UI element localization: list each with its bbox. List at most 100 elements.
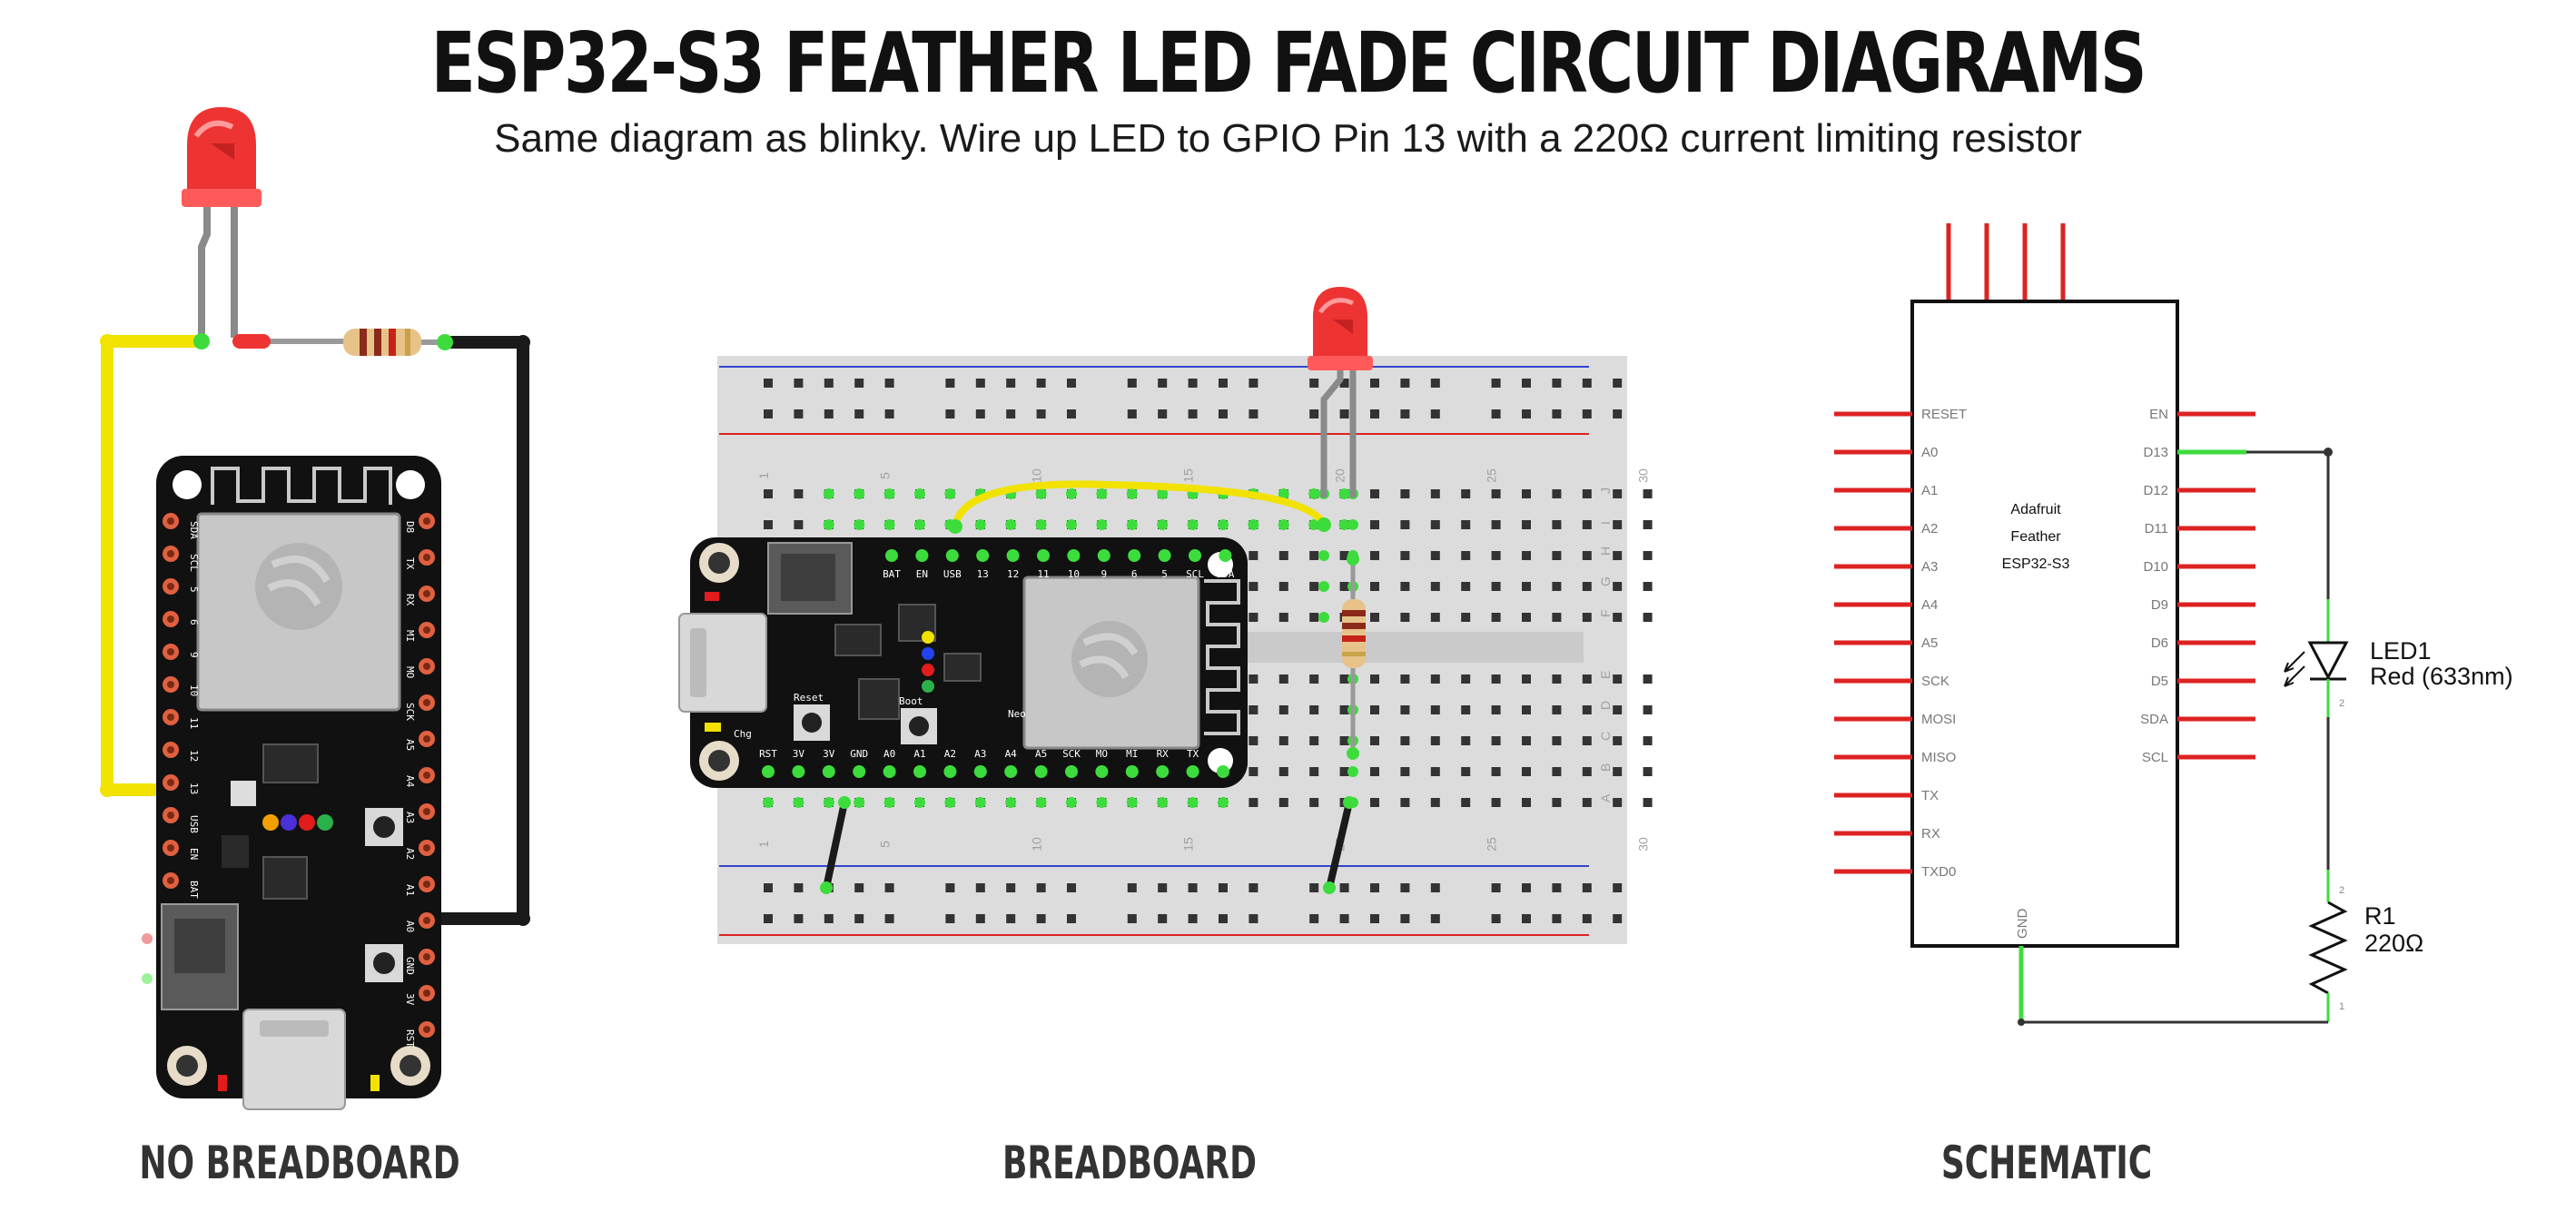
breadboard-hole	[1339, 767, 1349, 776]
breadboard-hole	[1613, 582, 1623, 591]
feather-right-pin-label: D8	[404, 521, 416, 533]
feather-bottom-pin-label: A4	[1005, 748, 1018, 760]
rail-hole	[1067, 379, 1076, 388]
breadboard-hole	[1643, 674, 1653, 684]
breadboard-hole	[1370, 582, 1379, 591]
breadboard-hole	[1400, 705, 1410, 714]
feather-board-vertical	[142, 456, 441, 1110]
rail-hole	[1006, 379, 1016, 388]
breadboard-hole	[1582, 489, 1592, 498]
feather-right-pin-label: A4	[404, 775, 416, 788]
rail-hole	[975, 883, 985, 892]
feather-bottom-pin-label: TX	[1187, 748, 1199, 760]
breadboard-hole	[1613, 705, 1623, 714]
rail-hole	[1582, 883, 1592, 892]
breadboard-hole	[1400, 551, 1410, 560]
chip-name-line-2: Feather	[2010, 529, 2061, 545]
boot-label: Boot	[899, 695, 923, 707]
feather-bottom-pin-label: MI	[1126, 748, 1138, 760]
rail-hole	[824, 379, 834, 388]
rail-hole	[1430, 883, 1440, 892]
breadboard-hole	[1643, 767, 1653, 776]
feather-bottom-pin-label: D8	[1217, 748, 1229, 760]
rail-hole	[854, 409, 864, 418]
breadboard-hole	[1430, 551, 1440, 560]
breadboard-col-number: 5	[878, 841, 893, 848]
resistor-no-breadboard	[343, 329, 421, 356]
rail-hole	[1582, 379, 1592, 388]
breadboard-row-letter: B	[1598, 763, 1613, 772]
schematic-chip-box	[1910, 300, 2179, 948]
rail-hole	[884, 914, 894, 923]
breadboard-hole	[1461, 798, 1471, 807]
section-label-no-breadboard: NO BREADBOARD	[139, 1137, 460, 1189]
feather-right-pin-label: RST	[404, 1029, 416, 1048]
rail-hole	[1006, 914, 1016, 923]
feather-top-pin-label: 6	[1131, 568, 1138, 580]
breadboard-col-number: 25	[1485, 837, 1499, 852]
breadboard-hole	[1491, 489, 1501, 498]
breadboard-hole	[1400, 767, 1410, 776]
rail-hole	[764, 379, 773, 388]
rail-hole	[794, 409, 804, 418]
breadboard-hole	[1400, 520, 1410, 529]
feather-bottom-pin-label: A0	[883, 748, 895, 760]
feather-bottom-pin-label: A3	[974, 748, 986, 760]
neo-label: Neo	[1008, 708, 1026, 720]
breadboard-hole	[1309, 798, 1319, 807]
rail-hole	[1370, 883, 1379, 892]
breadboard-hole	[1491, 736, 1501, 745]
rail-hole	[1127, 883, 1137, 892]
breadboard-hole	[1491, 798, 1501, 807]
chip-name-line-3: ESP32-S3	[2002, 556, 2070, 572]
breadboard-hole	[1339, 582, 1349, 591]
feather-left-pin-label: USB	[188, 815, 200, 833]
breadboard-hole	[1370, 520, 1379, 529]
schematic-left-pin-label: TXD0	[1921, 864, 1956, 880]
breadboard-hole	[1461, 705, 1471, 714]
breadboard-hole	[1400, 489, 1410, 498]
rail-hole	[854, 883, 864, 892]
rail-hole	[1370, 379, 1379, 388]
schematic-right-pin-label: D12	[2143, 483, 2168, 498]
feather-left-pin-label: BAT	[188, 881, 200, 899]
breadboard-hole	[1582, 613, 1592, 622]
breadboard-col-number: 15	[1181, 837, 1196, 852]
breadboard-hole	[1461, 613, 1471, 622]
breadboard-hole	[1522, 705, 1531, 714]
rail-hole	[1158, 883, 1168, 892]
rail-hole	[884, 409, 894, 418]
breadboard-col-number: 10	[1030, 468, 1044, 483]
rail-hole	[1522, 409, 1531, 418]
breadboard-hole	[1491, 582, 1501, 591]
breadboard-col-number: 25	[1485, 468, 1499, 483]
breadboard-row-letter: D	[1598, 701, 1613, 710]
breadboard-hole	[1461, 674, 1471, 684]
rail-hole	[1036, 379, 1046, 388]
feather-bottom-pin-label: A2	[944, 748, 956, 760]
breadboard-hole	[1643, 705, 1653, 714]
rail-hole	[1188, 883, 1198, 892]
feather-left-pin-label: 10	[188, 684, 200, 696]
breadboard-hole	[1643, 798, 1653, 807]
rail-hole	[1370, 409, 1379, 418]
schematic-right-pin-label: D5	[2151, 674, 2168, 689]
rail-hole	[1339, 914, 1349, 923]
rail-hole	[1309, 379, 1319, 388]
rail-hole	[1400, 914, 1410, 923]
rail-hole	[1309, 409, 1319, 418]
rail-hole	[1249, 409, 1258, 418]
feather-bottom-pin-label: GND	[850, 748, 868, 760]
rail-hole	[764, 914, 773, 923]
rail-hole	[1219, 883, 1228, 892]
feather-right-pin-label: MO	[404, 666, 416, 678]
rail-hole	[1400, 379, 1410, 388]
rail-hole	[1158, 379, 1168, 388]
breadboard-row-letter: I	[1598, 521, 1613, 525]
schematic-left-pin-label: MOSI	[1921, 712, 1956, 727]
